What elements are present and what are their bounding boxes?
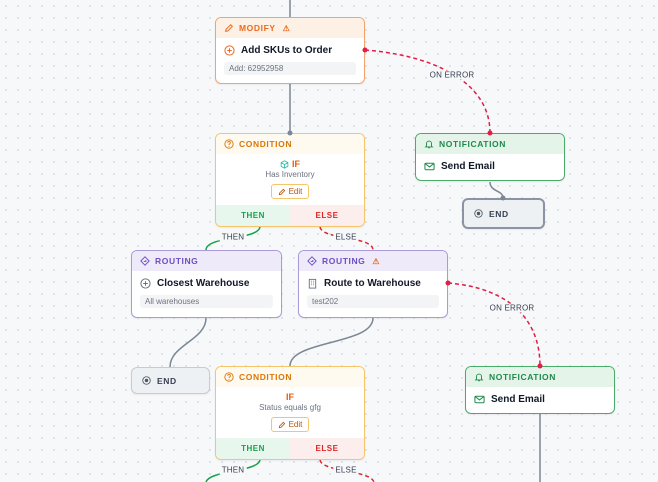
else-branch[interactable]: ELSE [290,205,364,226]
condition-node[interactable]: CONDITION IF Status equals gfg Edit THEN… [215,366,365,460]
edit-label: Edit [288,187,303,196]
node-type-label: ROUTING [322,256,366,266]
edge-label-else: ELSE [333,232,359,242]
node-header: CONDITION [216,134,364,154]
action-label: Send Email [491,394,545,405]
handle-dot[interactable] [362,47,368,53]
edge-routing1-to-end2 [169,317,207,368]
question-circle-icon [224,372,234,382]
edge-routing2-error [447,282,541,367]
stop-circle-icon [474,209,483,218]
node-type-label: MODIFY [239,23,276,33]
notification-node[interactable]: NOTIFICATION Send Email [415,133,565,181]
node-header: MODIFY ⚠ [216,18,364,38]
edge-label-else: ELSE [333,465,359,475]
edit-button[interactable]: Edit [270,184,310,199]
branch-bar: THEN ELSE [216,438,364,459]
if-label: IF [286,392,294,402]
end-label: END [157,375,177,386]
end-label: END [489,208,509,219]
node-type-label: CONDITION [239,372,293,382]
pencil-icon [278,421,285,428]
node-type-label: ROUTING [155,256,199,266]
condition-text: Has Inventory [265,170,315,179]
end-node[interactable]: END [462,198,545,229]
node-header: ROUTING [132,251,281,271]
mail-icon [424,162,435,171]
node-action: Send Email [416,161,564,172]
condition-if: IF [216,392,364,402]
branch-bar: THEN ELSE [216,205,364,226]
action-label: Closest Warehouse [157,278,250,289]
node-type-label: CONDITION [239,139,293,149]
node-detail: test202 [307,295,439,308]
else-branch[interactable]: ELSE [290,438,364,459]
modify-node[interactable]: MODIFY ⚠ Add SKUs to Order Add: 62952958 [215,17,365,84]
node-detail: Add: 62952958 [224,62,356,75]
handle-dot[interactable] [487,130,493,136]
edge-label-on-error: ON ERROR [487,303,537,313]
diamond-route-icon [307,256,317,266]
plus-circle-icon [224,45,235,56]
handle-dot[interactable] [500,195,506,201]
pencil-icon [278,188,285,195]
edit-label: Edit [288,420,303,429]
action-label: Route to Warehouse [324,278,421,289]
edge-label-then: THEN [219,465,247,475]
bell-icon [474,373,484,382]
then-branch[interactable]: THEN [216,205,290,226]
handle-dot[interactable] [287,130,293,136]
condition-text: Status equals gfg [259,403,321,412]
routing-node[interactable]: ROUTING Closest Warehouse All warehouses [131,250,282,318]
edge-modify-error [364,49,491,134]
pencil-icon [225,23,234,32]
node-header: NOTIFICATION [466,367,614,387]
action-label: Send Email [441,161,495,172]
stop-circle-icon [142,376,151,385]
condition-if: IF [216,159,364,169]
node-action: Route to Warehouse [299,278,447,289]
edge-label-then: THEN [219,232,247,242]
routing-node[interactable]: ROUTING ⚠ Route to Warehouse test202 [298,250,448,318]
diamond-route-icon [140,256,150,266]
notification-node[interactable]: NOTIFICATION Send Email [465,366,615,414]
warning-icon: ⚠ [372,256,381,266]
handle-dot[interactable] [537,363,543,369]
node-header: ROUTING ⚠ [299,251,447,271]
node-action: Add SKUs to Order [216,45,364,56]
node-type-label: NOTIFICATION [489,372,557,382]
mail-icon [474,395,485,404]
edge-routing2-to-condition2 [289,317,374,367]
action-label: Add SKUs to Order [241,45,333,56]
node-action: Closest Warehouse [132,278,281,289]
node-header: NOTIFICATION [416,134,564,154]
edit-button[interactable]: Edit [270,417,310,432]
handle-dot[interactable] [445,280,451,286]
end-node[interactable]: END [131,367,210,394]
node-type-label: NOTIFICATION [439,139,507,149]
node-header: CONDITION [216,367,364,387]
node-action: Send Email [466,394,614,405]
bell-icon [424,140,434,149]
if-label: IF [292,159,300,169]
edge-label-on-error: ON ERROR [427,70,477,80]
cube-icon [280,159,289,169]
condition-node[interactable]: CONDITION IF Has Inventory Edit THEN ELS… [215,133,365,227]
plus-circle-icon [140,278,151,289]
warning-icon: ⚠ [282,23,291,33]
then-branch[interactable]: THEN [216,438,290,459]
question-circle-icon [224,139,234,149]
node-detail: All warehouses [140,295,273,308]
building-icon [308,278,317,289]
